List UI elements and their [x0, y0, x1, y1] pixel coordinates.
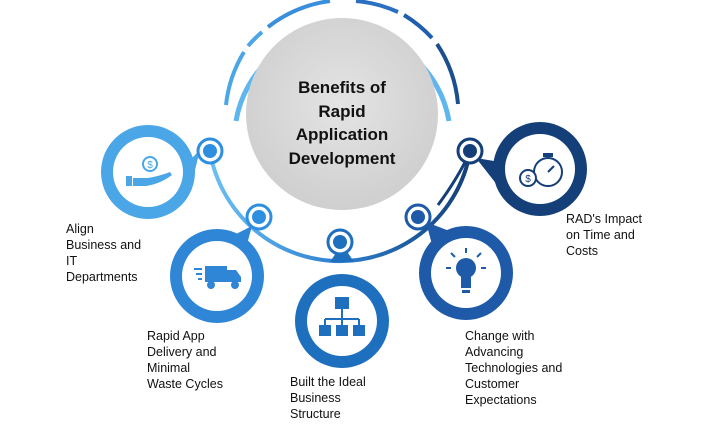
lightbulb-icon	[446, 248, 486, 293]
stopwatch-dollar-icon: $	[519, 153, 563, 187]
outer-ring	[224, 0, 460, 106]
ring-node	[404, 203, 432, 231]
benefit-circle-delivery	[170, 226, 264, 323]
benefit-circle-structure	[295, 244, 389, 368]
benefit-circle-impact: $	[476, 122, 587, 216]
ring-node	[456, 137, 484, 165]
hand-dollar-icon: $	[126, 156, 172, 186]
benefit-label-delivery: Rapid App Delivery and Minimal Waste Cyc…	[147, 329, 223, 391]
benefit-circle-technology	[419, 222, 513, 320]
org-chart-icon	[319, 297, 365, 336]
svg-text:$: $	[525, 174, 531, 185]
delivery-truck-icon	[194, 266, 241, 289]
ring-nodes	[196, 137, 484, 256]
benefit-circle-align: $	[101, 125, 200, 219]
benefit-label-technology: Change with Advancing Technologies and C…	[465, 329, 563, 407]
ring-node	[245, 203, 273, 231]
diagram-title: Benefits of Rapid Application Developmen…	[288, 78, 396, 168]
benefit-label-align: Align Business and IT Departments	[66, 222, 142, 284]
benefit-label-impact: RAD's Impact on Time and Costs	[566, 212, 643, 258]
ring-node	[326, 228, 354, 256]
svg-text:$: $	[147, 160, 153, 171]
benefit-label-structure: Built the Ideal Business Structure	[290, 375, 366, 421]
center-circle	[246, 18, 438, 210]
ring-node	[196, 137, 224, 165]
